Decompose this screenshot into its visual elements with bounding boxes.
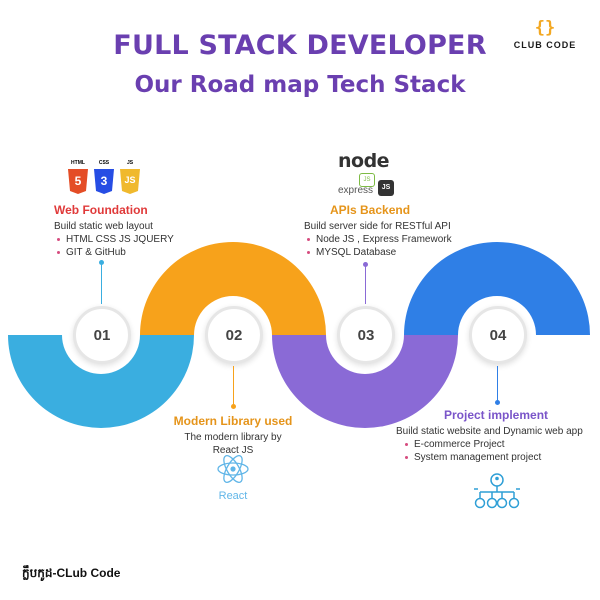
step-04-text: Project implement Build static website a… [396, 409, 596, 464]
html5-icon [68, 169, 88, 194]
braces-logo-icon: {} [534, 18, 556, 38]
wave-segment-04 [404, 242, 590, 335]
list-item: System management project [402, 451, 596, 464]
wave-segment-01 [8, 335, 194, 428]
step-01-title: Web Foundation [54, 203, 148, 217]
step-02-text: Modern Library used The modern library b… [168, 415, 298, 457]
step-04-connector [497, 366, 498, 402]
step-02-circle: 02 [205, 306, 263, 364]
step-01-description: Build static web layout [54, 221, 153, 232]
step-02-description: The modern library by React JS [184, 432, 282, 456]
step-03-title: APIs Backend [330, 203, 411, 217]
step-01-tech-icons: HTML CSS JS 5 3 JS [66, 160, 142, 196]
step-02-dot [231, 404, 236, 409]
step-01-circle: 01 [73, 306, 131, 364]
step-04-tech-icons [472, 470, 522, 512]
list-item: MYSQL Database [304, 246, 514, 259]
list-item: HTML CSS JS JQUERY [54, 233, 244, 246]
step-01-text: Web Foundation Build static web layout H… [54, 204, 244, 259]
react-label: React [218, 490, 248, 502]
css-label: CSS [98, 160, 110, 166]
node-js-badge: JS [359, 173, 375, 187]
react-icon [217, 455, 249, 483]
step-04-description: Build static website and Dynamic web app [396, 426, 583, 437]
css3-icon [94, 169, 114, 194]
step-03-list: Node JS , Express Framework MYSQL Databa… [304, 233, 514, 259]
step-03-text: APIs Backend Build server side for RESTf… [304, 204, 514, 259]
step-01-list: HTML CSS JS JQUERY GIT & GitHub [54, 233, 244, 259]
step-03-circle: 03 [337, 306, 395, 364]
js-label: JS [126, 160, 134, 166]
step-02-connector [233, 366, 234, 406]
node-logo-text: node [338, 150, 390, 172]
step-03-connector [365, 264, 366, 304]
workflow-icon [474, 473, 520, 509]
step-01-dot [99, 260, 104, 265]
wave-segment-02 [140, 242, 326, 335]
html5-badge: 5 [74, 174, 82, 188]
step-03-tech-icons: node JS express JS [334, 150, 404, 198]
step-04-list: E-commerce Project System management pro… [402, 438, 596, 464]
js-badge: JS [124, 175, 136, 185]
logo-brand-text: CLUB CODE [513, 40, 577, 50]
step-01-connector [101, 262, 102, 304]
footer-brand-label: ក្លឹបកូដ-CLub Code [22, 566, 121, 580]
step-04-circle: 04 [469, 306, 527, 364]
page-subtitle: Our Road map Tech Stack [134, 72, 466, 98]
list-item: Node JS , Express Framework [304, 233, 514, 246]
step-02-title: Modern Library used [173, 414, 293, 428]
html-label: HTML [71, 160, 85, 166]
express-js-badge: JS [378, 180, 394, 196]
step-04-title: Project implement [444, 408, 549, 422]
list-item: GIT & GitHub [54, 246, 244, 259]
wave-segment-03 [272, 335, 458, 428]
step-02-tech-icons: React [205, 452, 261, 502]
page-title: FULL STACK DEVELOPER [113, 30, 487, 61]
step-04-dot [495, 400, 500, 405]
step-03-description: Build server side for RESTful API [304, 221, 451, 232]
css3-badge: 3 [100, 174, 108, 188]
club-code-logo: {} CLUB CODE [510, 18, 580, 50]
step-03-dot [363, 262, 368, 267]
express-logo-text: express [338, 185, 374, 196]
list-item: E-commerce Project [402, 438, 596, 451]
js-icon [120, 169, 140, 194]
